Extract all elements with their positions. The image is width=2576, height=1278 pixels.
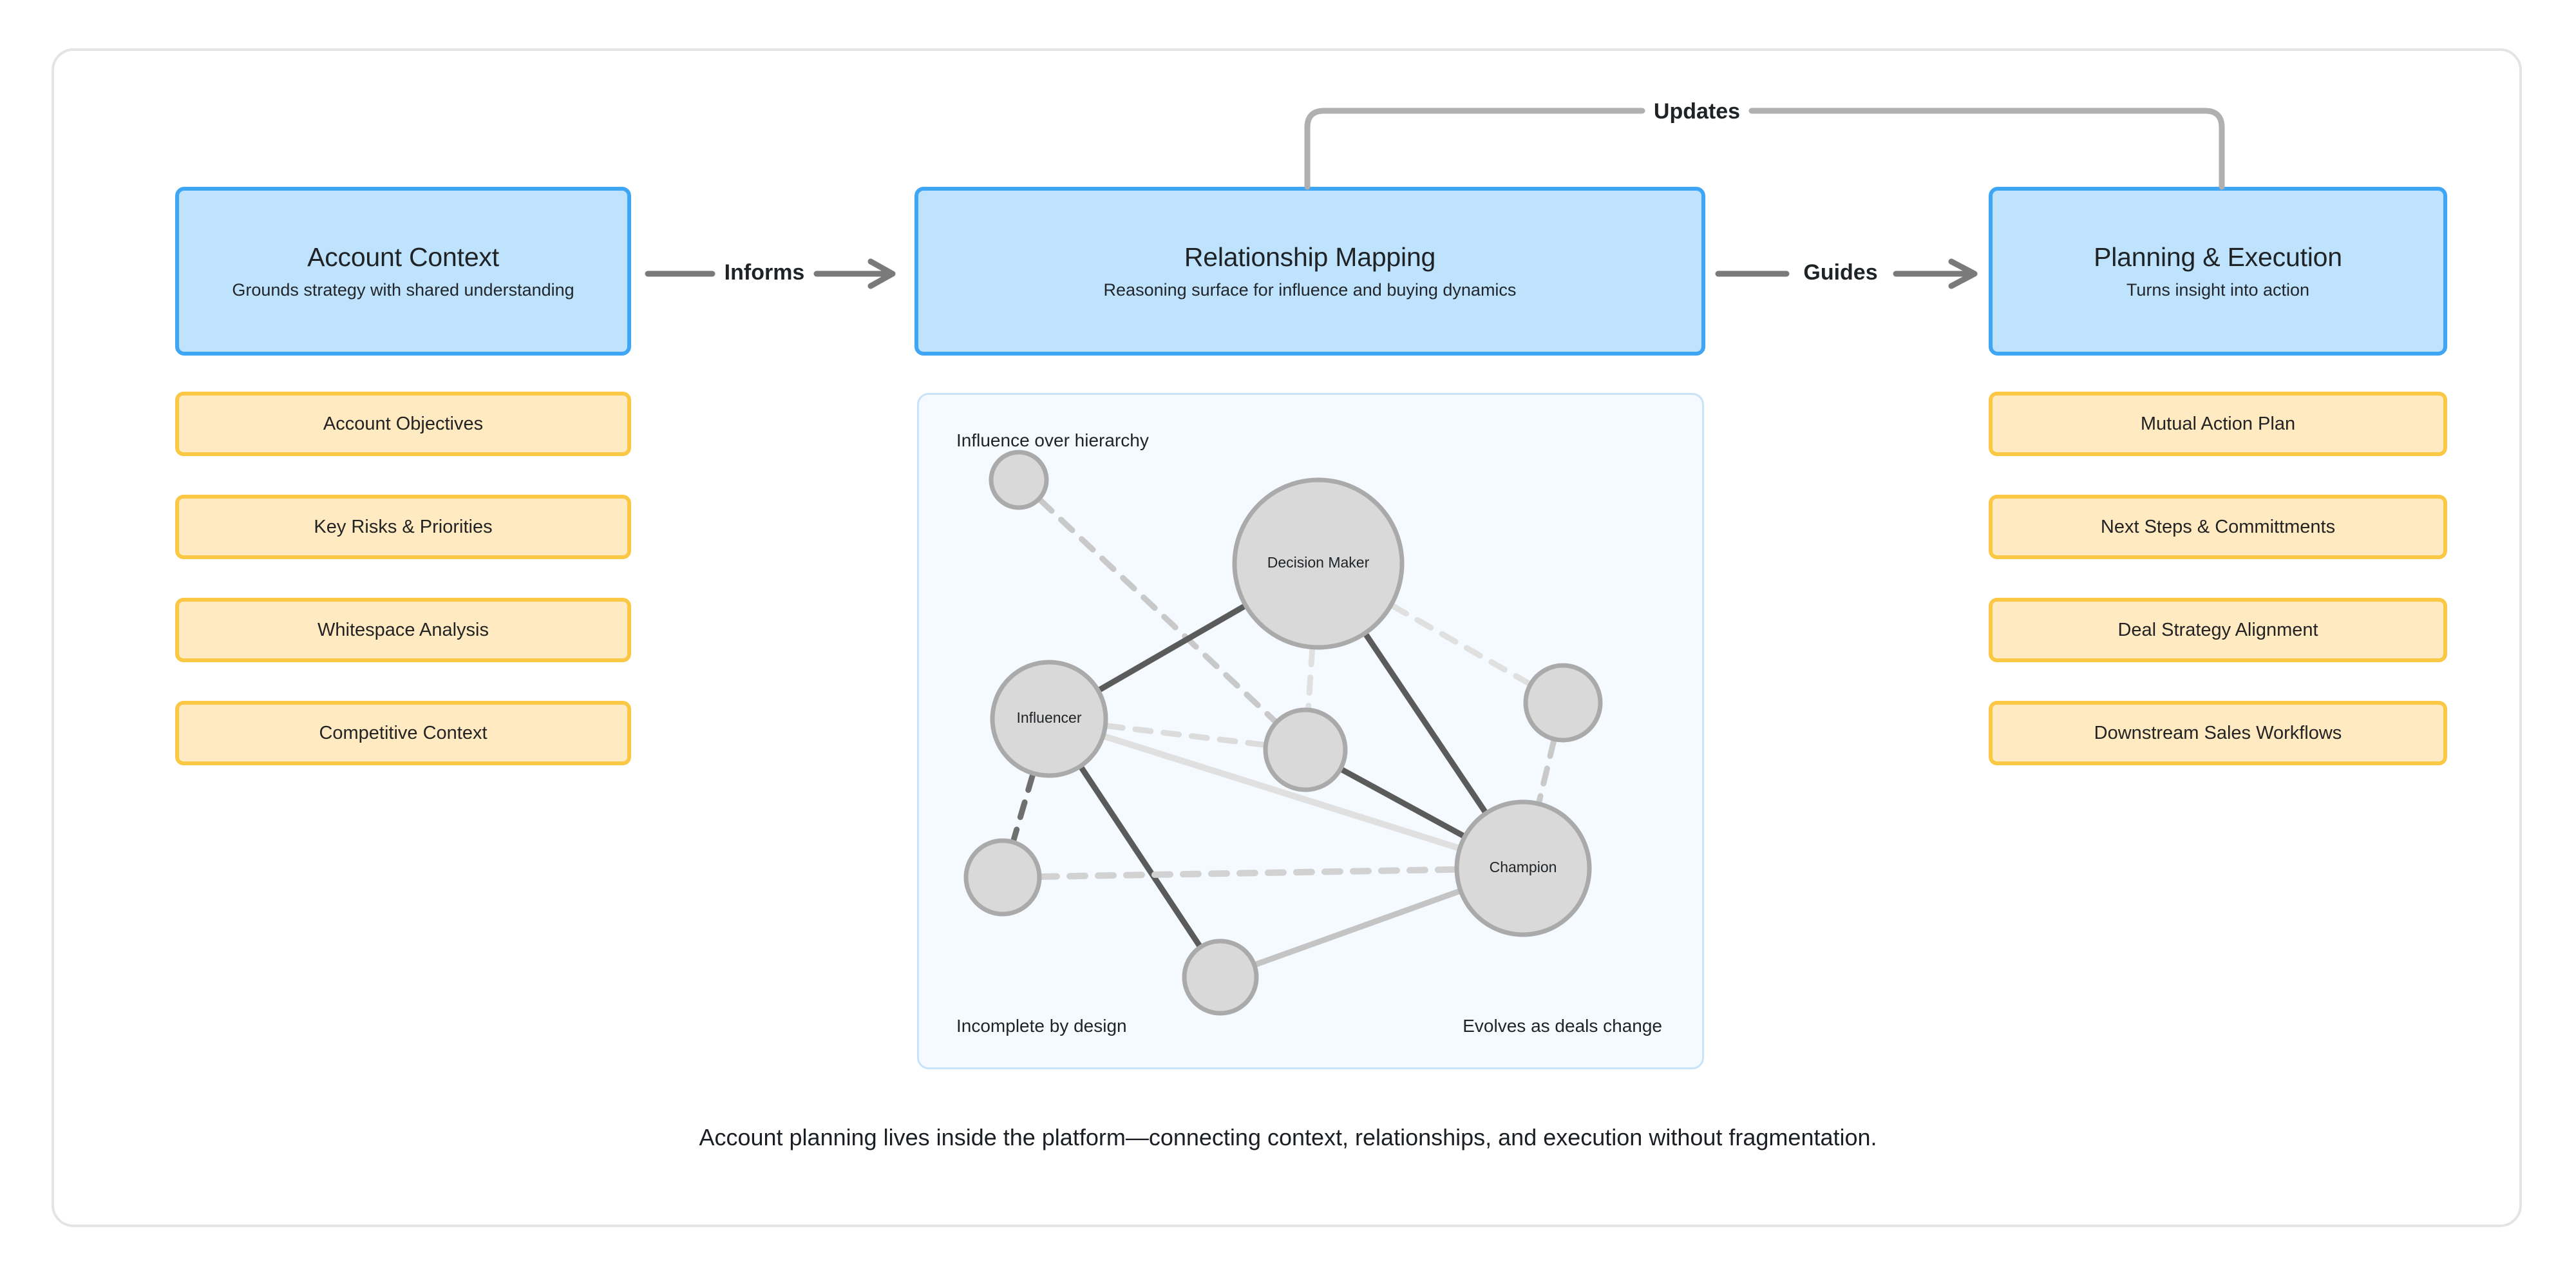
card-deal-strategy-alignment[interactable]: Deal Strategy Alignment xyxy=(1989,598,2447,662)
graph-edge xyxy=(1037,866,1459,880)
graph-edge xyxy=(1253,888,1462,968)
phase-title: Relationship Mapping xyxy=(1184,242,1436,272)
graph-node[interactable] xyxy=(1182,939,1259,1016)
panel-note-evolves-as-deals-change: Evolves as deals change xyxy=(1463,1016,1662,1036)
graph-edge xyxy=(1390,603,1532,687)
graph-edge xyxy=(1363,631,1488,815)
phase-box-relationship-mapping[interactable]: Relationship Mapping Reasoning surface f… xyxy=(914,187,1705,356)
graph-node-circle[interactable] xyxy=(989,450,1049,510)
graph-node-circle[interactable] xyxy=(1263,707,1348,792)
phase-title: Account Context xyxy=(307,242,499,272)
graph-node[interactable]: Decision Maker xyxy=(1232,477,1405,650)
diagram-caption: Account planning lives inside the platfo… xyxy=(699,1124,1877,1150)
card-competitive-context[interactable]: Competitive Context xyxy=(175,701,631,765)
graph-node[interactable] xyxy=(1523,663,1603,743)
panel-note-influence-over-hierarchy: Influence over hierarchy xyxy=(956,430,1149,450)
graph-edge xyxy=(1305,646,1316,711)
graph-node-circle[interactable] xyxy=(1523,663,1603,743)
graph-edge xyxy=(1101,733,1461,852)
connector-label-informs: Informs xyxy=(724,260,805,285)
guides-connector-line xyxy=(1715,258,1978,289)
informs-connector-line xyxy=(645,258,896,289)
graph-edge-layer xyxy=(1010,497,1557,968)
graph-edge xyxy=(1037,497,1278,724)
connector-label-guides: Guides xyxy=(1803,260,1878,285)
graph-edge xyxy=(1339,767,1466,839)
phase-subtitle: Turns insight into action xyxy=(2126,280,2310,300)
graph-node-circle[interactable] xyxy=(990,660,1108,778)
graph-node-circle[interactable] xyxy=(1454,799,1592,937)
graph-node[interactable]: Influencer xyxy=(990,660,1108,778)
card-downstream-sales-workflows[interactable]: Downstream Sales Workflows xyxy=(1989,701,2447,765)
graph-node-label: Champion xyxy=(1490,859,1557,875)
graph-node[interactable] xyxy=(989,450,1049,510)
graph-edge xyxy=(1536,738,1557,805)
graph-node-circle[interactable] xyxy=(963,838,1042,917)
card-mutual-action-plan[interactable]: Mutual Action Plan xyxy=(1989,392,2447,456)
phase-box-account-context[interactable]: Account Context Grounds strategy with sh… xyxy=(175,187,631,356)
graph-node[interactable]: Champion xyxy=(1454,799,1592,937)
graph-edge xyxy=(1078,765,1202,949)
card-account-objectives[interactable]: Account Objectives xyxy=(175,392,631,456)
graph-edge xyxy=(1104,723,1267,748)
card-whitespace-analysis[interactable]: Whitespace Analysis xyxy=(175,598,631,662)
phase-box-planning-execution[interactable]: Planning & Execution Turns insight into … xyxy=(1989,187,2447,356)
graph-node-circle[interactable] xyxy=(1232,477,1405,650)
graph-node[interactable] xyxy=(963,838,1042,917)
phase-subtitle: Reasoning surface for influence and buyi… xyxy=(1103,280,1517,300)
panel-note-incomplete-by-design: Incomplete by design xyxy=(956,1016,1127,1036)
graph-node[interactable] xyxy=(1263,707,1348,792)
card-next-steps-committments[interactable]: Next Steps & Committments xyxy=(1989,495,2447,559)
card-key-risks-priorities[interactable]: Key Risks & Priorities xyxy=(175,495,631,559)
graph-edge xyxy=(1010,772,1036,843)
updates-connector-line xyxy=(1304,108,2225,190)
phase-subtitle: Grounds strategy with shared understandi… xyxy=(232,280,574,300)
graph-node-circle[interactable] xyxy=(1182,939,1259,1016)
phase-title: Planning & Execution xyxy=(2094,242,2342,272)
graph-node-label: Decision Maker xyxy=(1267,554,1370,571)
graph-edge xyxy=(1097,603,1247,693)
graph-node-label: Influencer xyxy=(1016,709,1081,726)
connector-label-updates: Updates xyxy=(1653,99,1741,124)
